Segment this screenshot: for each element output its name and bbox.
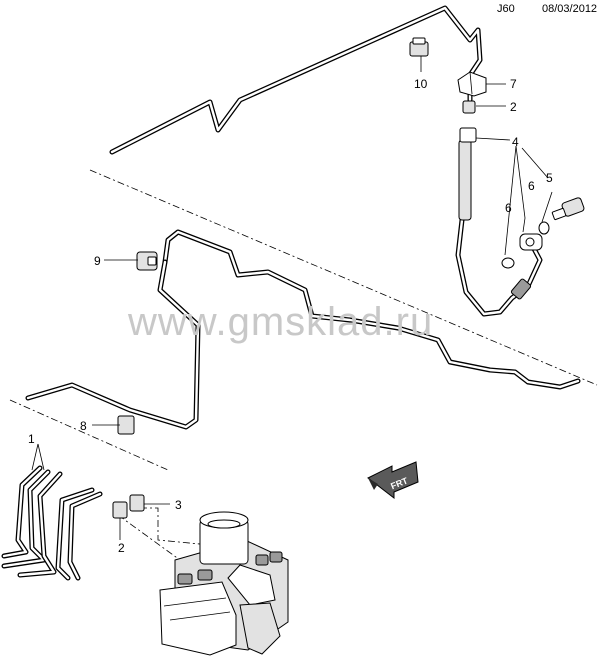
diagram-date: 08/03/2012 bbox=[542, 3, 597, 15]
pipe-clip-8 bbox=[117, 415, 135, 435]
pipe-clip-10 bbox=[409, 37, 429, 57]
callout-6-left: 6 bbox=[505, 201, 512, 215]
watermark: www.gmsklad.ru bbox=[127, 300, 433, 344]
callout-9: 9 bbox=[94, 254, 101, 268]
callout-4: 4 bbox=[512, 135, 519, 149]
callout-7: 7 bbox=[510, 77, 517, 91]
tube-nut-2-lower bbox=[112, 501, 128, 519]
bracket-7 bbox=[457, 71, 487, 97]
callout-3: 3 bbox=[175, 498, 182, 512]
callout-6-right: 6 bbox=[528, 179, 535, 193]
pipe-clip-9 bbox=[136, 251, 158, 271]
main-brake-pipe bbox=[25, 229, 581, 430]
callout-1: 1 bbox=[28, 432, 35, 446]
pipe-bundle bbox=[1, 465, 103, 581]
front-arrow-icon bbox=[368, 478, 378, 490]
direction-badge: FRT bbox=[367, 461, 419, 500]
callout-2-upper: 2 bbox=[510, 100, 517, 114]
assembly-dash-lines bbox=[9, 169, 598, 561]
tube-nut-3 bbox=[129, 494, 145, 512]
callout-2-lower: 2 bbox=[118, 541, 125, 555]
callout-8: 8 bbox=[80, 419, 87, 433]
tube-nut-2-upper bbox=[462, 100, 476, 114]
callout-labels: 10 7 2 4 5 6 6 9 8 1 3 2 bbox=[28, 77, 553, 555]
hose-end-4 bbox=[459, 127, 477, 143]
callout-5: 5 bbox=[546, 171, 553, 185]
banjo-bolt-5 bbox=[551, 197, 585, 221]
diagram-code: J60 bbox=[497, 3, 515, 15]
callout-10: 10 bbox=[414, 77, 428, 91]
banjo-fitting bbox=[519, 233, 543, 251]
abs-modulator bbox=[159, 511, 289, 656]
upper-brake-pipe bbox=[109, 5, 483, 155]
leader-lines bbox=[31, 56, 553, 540]
front-brake-hose bbox=[455, 139, 543, 317]
seal-washer-6 bbox=[501, 221, 550, 269]
